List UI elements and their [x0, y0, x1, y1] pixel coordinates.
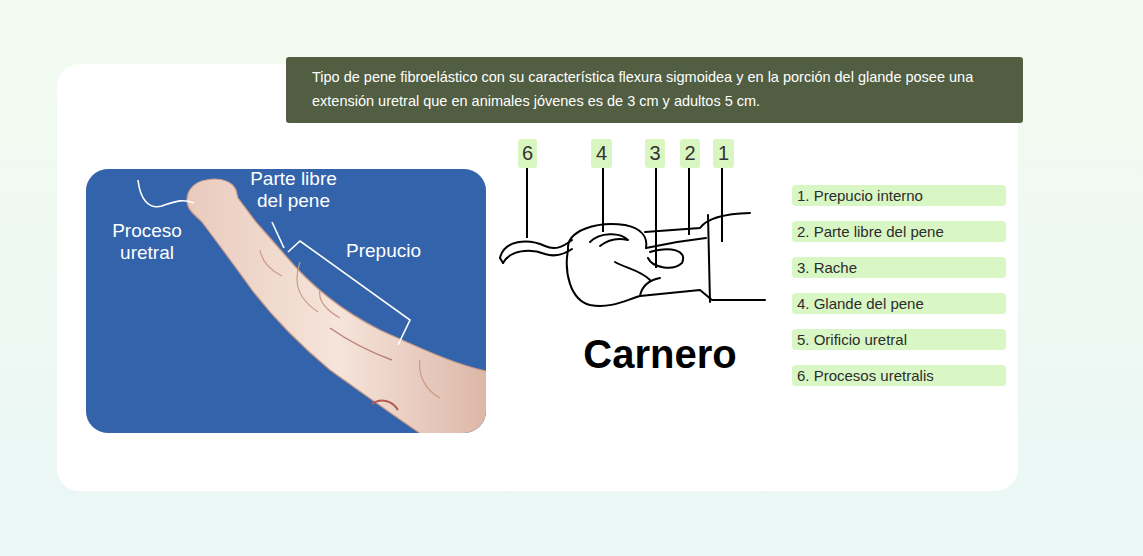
description-banner: Tipo de pene fibroelástico con su caract… — [286, 57, 1023, 123]
part-list-item: 6. Procesos uretralis — [792, 365, 1006, 386]
species-label: Carnero — [560, 331, 760, 377]
part-list-item: 5. Orificio uretral — [792, 329, 1006, 350]
node-text: 1 — [718, 139, 729, 168]
part-list-item: 2. Parte libre del pene — [792, 221, 1006, 242]
part-list-item: 4. Glande del pene — [792, 293, 1006, 314]
node-text: 4 — [596, 139, 607, 168]
node-text: 4. Glande del pene — [797, 293, 924, 314]
callout-number: 1 — [713, 139, 734, 168]
node-text: 3 — [649, 139, 660, 168]
callout-number: 3 — [645, 139, 665, 168]
node-text: 6 — [522, 139, 533, 168]
photo-label: Parte libre del pene — [236, 168, 351, 212]
node-text: 1. Prepucio interno — [797, 185, 923, 206]
ram-penis-drawing — [500, 213, 765, 306]
part-list-item: 3. Rache — [792, 257, 1006, 278]
leader-lines — [527, 168, 722, 268]
part-list-item: 1. Prepucio interno — [792, 185, 1006, 206]
callout-number: 6 — [518, 139, 537, 168]
node-text: Tipo de pene fibroelástico con su caract… — [312, 65, 1009, 113]
callout-number: 2 — [680, 139, 700, 168]
photo-label: Prepucio — [346, 240, 438, 262]
node-text: 6. Procesos uretralis — [797, 365, 934, 386]
free-part-bracket — [272, 222, 284, 248]
node-text: 2. Parte libre del pene — [797, 221, 944, 242]
callout-number: 4 — [591, 139, 612, 168]
node-text: 2 — [684, 139, 695, 168]
node-text: 5. Orificio uretral — [797, 329, 907, 350]
photo-label: Proceso uretral — [104, 220, 190, 264]
node-text: 3. Rache — [797, 257, 857, 278]
process-leader — [138, 180, 194, 207]
specimen-photo — [86, 169, 486, 433]
